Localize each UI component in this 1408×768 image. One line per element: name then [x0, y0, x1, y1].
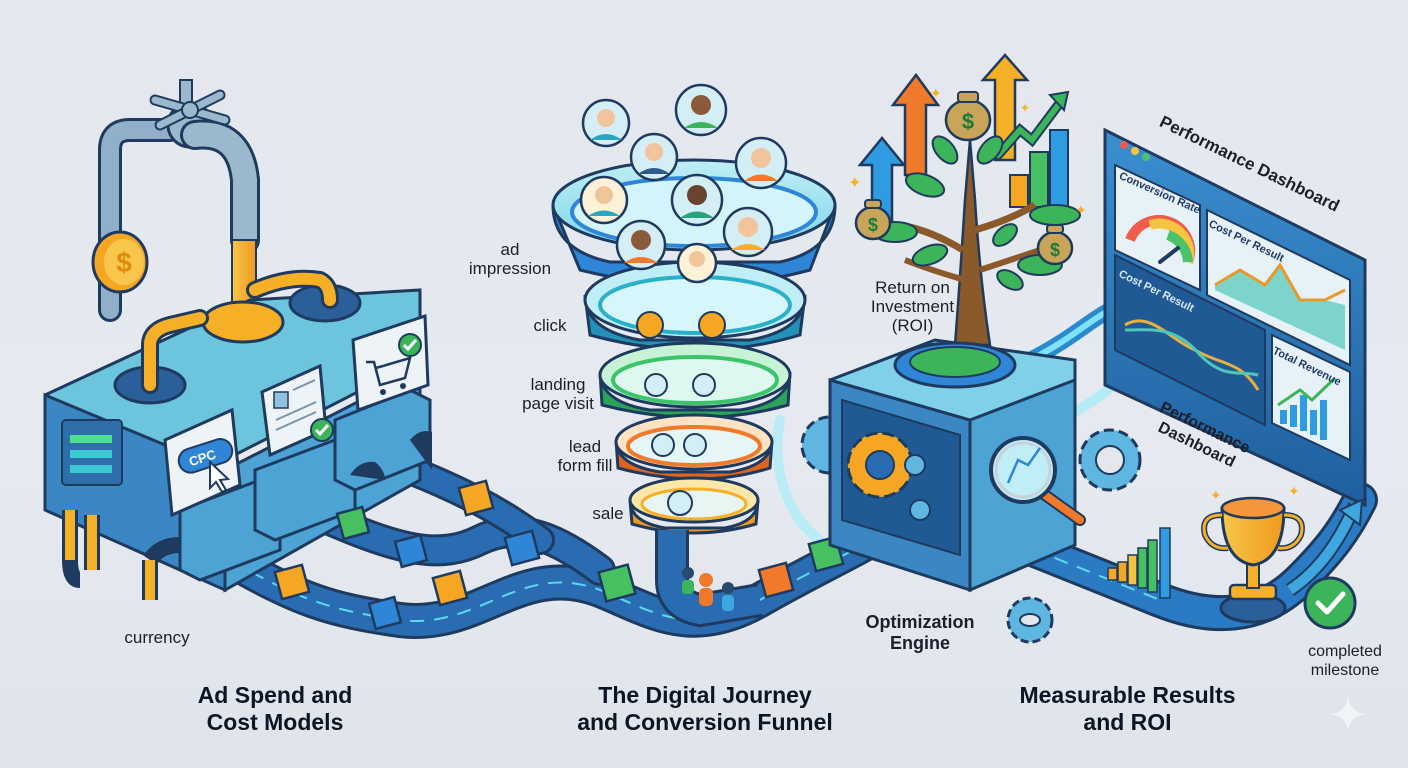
funnel-label-line: page visit: [522, 394, 594, 413]
completed-milestone-label: completed milestone: [1290, 642, 1400, 680]
avatar: [579, 175, 629, 225]
roi-label-line: (ROI): [891, 316, 934, 335]
funnel-label-click: click: [533, 316, 567, 335]
svg-text:$: $: [116, 247, 132, 278]
funnel-label-line: lead: [568, 437, 602, 456]
sparkle-icon: [1331, 697, 1365, 731]
avatar: [734, 136, 788, 190]
roi-label-line: Investment: [870, 297, 955, 316]
lead-form-card: [260, 363, 334, 458]
section-title-line: The Digital Journey: [598, 682, 812, 708]
svg-text:$: $: [868, 215, 878, 235]
section-title-line: and Conversion Funnel: [577, 709, 833, 735]
engine-label-line: Optimization: [865, 612, 975, 632]
svg-text:✦: ✦: [848, 173, 861, 192]
avatar: [629, 132, 679, 182]
section-title-line: Measurable Results: [1019, 682, 1236, 708]
svg-text:✦: ✦: [1288, 484, 1300, 500]
click-icon: [636, 311, 726, 339]
avatar: [581, 98, 631, 148]
roi-label-line: Return on: [875, 278, 950, 297]
svg-text:✦: ✦: [1020, 101, 1030, 115]
milestone-label-line: milestone: [1310, 662, 1380, 679]
ad-spend-machine: $: [43, 79, 432, 600]
section-title-line: Cost Models: [206, 709, 344, 735]
section-title-line: and ROI: [1083, 709, 1172, 735]
funnel-label-line: form fill: [557, 456, 613, 475]
svg-text:✦: ✦: [1075, 203, 1087, 219]
trend-arrow-icon: [995, 97, 1065, 158]
funnel-label-ad-impression: ad impression: [455, 240, 565, 278]
results-bars: [1107, 527, 1171, 599]
funnel-label-line: landing: [530, 375, 586, 394]
funnel-label-line: ad: [500, 240, 520, 259]
avatar: [674, 83, 728, 137]
money-bag-icon: $: [1036, 224, 1074, 266]
gear-icon: [1078, 428, 1142, 492]
avatar: [615, 219, 667, 271]
funnel-label-lead-form-fill: lead form fill: [540, 437, 630, 475]
svg-text:✦: ✦: [930, 86, 942, 102]
magnifier-icon: [989, 436, 1086, 526]
panel-cost-per-result-bottom: [1114, 253, 1266, 427]
svg-text:$: $: [962, 109, 974, 134]
optimization-engine-label: Optimization Engine: [850, 612, 990, 654]
dollar-coin-icon: $: [91, 230, 149, 294]
performance-dashboard: [1103, 127, 1367, 508]
avatar: [670, 173, 724, 227]
avatar: [651, 433, 707, 457]
conversion-funnel: [551, 83, 837, 628]
currency-label: currency: [124, 628, 190, 647]
optimization-engine: [800, 338, 1142, 644]
trophy-icon: ✦ ✦: [1201, 484, 1305, 624]
svg-text:$: $: [1050, 240, 1060, 260]
cpc-card: [163, 407, 242, 518]
funnel-label-line: impression: [468, 259, 552, 278]
money-bag-icon: $: [944, 91, 992, 142]
funnel-label-landing-page-visit: landing page visit: [508, 375, 608, 413]
shopping-cart-icon: [366, 356, 412, 387]
roi-tree: $ $ $ ✦ ✦ ✦ ✦: [848, 53, 1087, 347]
gear-icon: [1006, 596, 1054, 644]
section-title-measurable-results: Measurable Results and ROI: [1000, 682, 1255, 736]
roi-label: Return on Investment (ROI): [850, 278, 975, 335]
section-title-digital-journey: The Digital Journey and Conversion Funne…: [560, 682, 850, 736]
gear-icon: [846, 431, 914, 499]
avatar: [722, 206, 774, 258]
avatar: [644, 373, 716, 397]
milestone-label-line: completed: [1308, 643, 1382, 660]
up-arrow-icon: [890, 72, 941, 177]
section-title-line: Ad Spend and: [197, 682, 353, 708]
section-title-ad-spend: Ad Spend and Cost Models: [165, 682, 385, 736]
faucet-icon: [149, 79, 260, 255]
money-bag-icon: $: [854, 199, 892, 241]
cart-card: [351, 313, 430, 413]
avatar: [667, 490, 693, 516]
gauge-needle: [1158, 246, 1180, 264]
avatar: [676, 242, 718, 284]
audience-avatars: [579, 83, 788, 516]
funnel-label-sale: sale: [592, 504, 624, 523]
data-cubes: [273, 479, 845, 631]
cursor-icon: [209, 459, 231, 494]
completed-milestone-check-icon: [1303, 576, 1357, 630]
up-arrow-icon: [980, 53, 1030, 162]
up-arrow-icon: [857, 136, 907, 230]
svg-text:✦: ✦: [1210, 488, 1222, 504]
engine-label-line: Engine: [889, 633, 950, 653]
